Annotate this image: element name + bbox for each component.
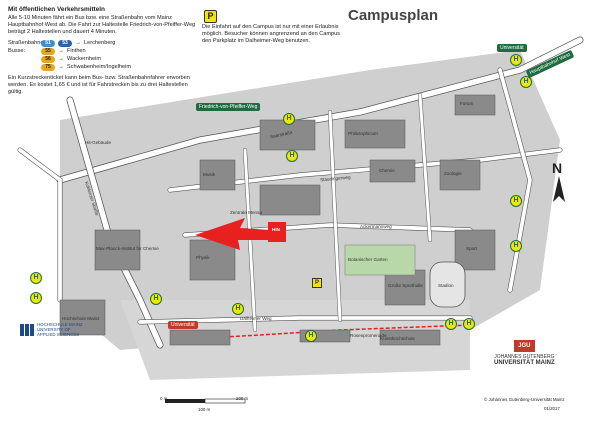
stop-marker-icon[interactable]: H [463,318,475,330]
stop-marker-icon[interactable]: H [510,54,522,66]
street-dalheimer: Dalheimer Weg [240,316,272,321]
tram-line-53: 53 [58,40,72,47]
building-hs-mainz [59,299,106,336]
buildings [59,94,496,346]
tram-row: Straßenbahnen: 51 53 → Lerchenberg [8,40,198,47]
label-mpi: Max-Planck-Institut für Chemie [96,246,159,251]
stop-marker-icon[interactable]: H [150,293,162,305]
stop-marker-icon[interactable]: H [30,292,42,304]
building-forum [454,94,496,116]
building-physik [189,239,236,281]
bus-destination: Schwabenheim/Ingelheim [67,64,132,70]
scale-right-label: 200 m [236,396,249,401]
label-stadion: Stadion [438,283,454,288]
parking-info: Die Einfahrt auf den Campus ist nur mit … [202,24,341,44]
stop-marker-icon[interactable]: H [286,150,298,162]
label-kunsthochschule: Kunsthochschule [380,336,415,341]
bus-line-75: 75 [41,64,55,71]
sign-universitaet-south: Universität [168,321,198,329]
label-hit-gebaeude: Hit-Gebäude [85,140,112,145]
stop-marker-icon[interactable]: H [305,330,317,342]
building-jura [259,119,316,151]
building-mpi [94,229,141,271]
label-sport: Sport [466,246,477,251]
label-chemie: Chemie [379,168,395,173]
label-hochschule-mainz: Hochschule Mainz [62,316,100,321]
street-ackermannweg: Ackermannweg [360,224,392,229]
bus-row-2: 56 → Wackernheim [8,56,198,63]
tram-label: Straßenbahnen: [8,40,49,46]
stop-marker-icon[interactable]: H [445,318,457,330]
transit-panel: Mit öffentlichen Verkehrsmitteln Alle 5-… [8,6,198,100]
transit-intro: Alle 5-10 Minuten fährt ein Bus bzw. ein… [8,15,196,35]
jgu-line-2: UNIVERSITÄT MAINZ [494,360,555,366]
parking-marker-icon[interactable]: P [312,278,322,288]
building-philosophicum [344,119,406,149]
building-sport [454,229,496,271]
sign-universitaet: Universität [497,44,527,52]
building-sporthalle [384,269,426,306]
label-musik: Musik [203,172,215,177]
label-forum: Forum [460,101,474,106]
building-musik [199,159,236,191]
label-zentrale-mensa: Zentrale Mensa [230,210,262,215]
bus-row-1: Busse: 55 → Finthen [8,48,198,55]
sign-friedrich-von-pfeiffer-weg: Friedrich-von-Pfeiffer-Weg [196,103,261,111]
label-zoologie: Zoologie [444,171,462,176]
label-botanischer-garten: Botanischer Garten [348,257,388,262]
bus-destination: Finthen [67,48,86,54]
label-grosse-sporthalle: Große Sporthalle [388,283,423,288]
arrow-icon: → [75,40,81,46]
label-hin: HIN [272,227,280,232]
parking-icon: P [204,10,217,23]
ticket-text: Ein Kurzstreckenticket kann beim Bus- bz… [8,75,190,95]
highlight-building-hin [268,222,286,242]
page-title: Campusplan [348,7,439,24]
transit-heading: Mit öffentlichen Verkehrsmitteln [8,6,105,13]
building-kunst [379,329,441,346]
north-arrow: N [552,160,566,207]
building-chemie [369,159,416,183]
stop-marker-icon[interactable]: H [30,272,42,284]
bus-destination: Wackernheim [67,56,101,62]
tram-line-51: 51 [41,40,55,47]
stop-marker-icon[interactable]: H [510,240,522,252]
copyright: © Johannes Gutenberg-Universität Mainz [484,397,565,402]
bus-label: Busse: [8,48,26,54]
arrow-icon: → [58,48,64,54]
tram-destination: Lerchenberg [84,40,116,46]
botanical-garden [344,244,416,276]
bus-line-56: 56 [41,56,55,63]
scale-bar-graphic [165,398,246,404]
hochschule-logo-text: HOCHSCHULE MAINZ UNIVERSITY OF APPLIED S… [37,322,83,337]
stop-marker-icon[interactable]: H [283,113,295,125]
label-rosenpromenade: Rosenpromenade [350,333,387,338]
scale-mid-label: 100 m [198,407,211,412]
hochschule-logo: HOCHSCHULE MAINZ UNIVERSITY OF APPLIED S… [20,322,83,337]
jgu-badge: JGU [514,340,535,352]
stop-marker-icon[interactable]: H [232,303,244,315]
scale-bar: 0 m 200 m 100 m [160,396,250,412]
map-date: 01/2017 [544,406,560,411]
stop-marker-icon[interactable]: H [510,195,522,207]
arrow-icon: → [58,64,64,70]
label-physik: Physik [196,255,210,260]
bus-row-3: 75 → Schwabenheim/Ingelheim [8,64,198,71]
building-south-1 [169,329,231,346]
north-label: N [552,160,563,176]
building-zoologie [439,159,481,191]
jgu-logo: JGU JOHANNES GUTENBERG UNIVERSITÄT MAINZ [494,340,555,366]
arrow-icon: → [58,56,64,62]
stadium [429,261,466,308]
hochschule-logo-icon [20,323,34,336]
label-philosophicum: Philosophicum [348,131,378,136]
bus-line-55: 55 [41,48,55,55]
scale-left-label: 0 m [160,396,168,401]
stop-marker-icon[interactable]: H [520,76,532,88]
north-arrow-icon [553,176,565,202]
jgu-line-1: JOHANNES GUTENBERG [494,354,555,360]
highlight-arrow [195,218,270,250]
building-mensa [259,184,321,216]
